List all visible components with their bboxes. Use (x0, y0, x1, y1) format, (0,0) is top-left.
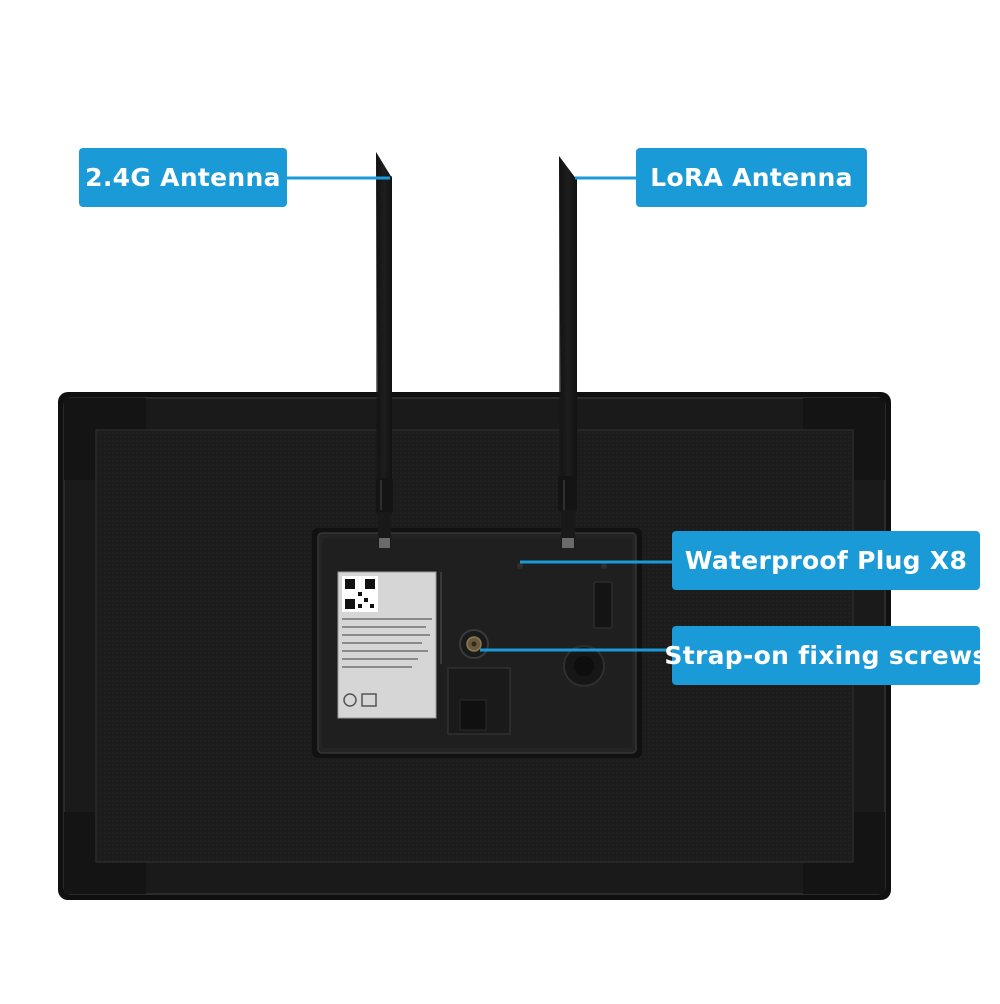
callout-fixing-screws: Strap-on fixing screws (664, 626, 987, 685)
callout-2g-antenna: 2.4G Antenna (79, 148, 287, 207)
antenna-2g (376, 152, 393, 548)
device-box (312, 528, 642, 758)
fixing-screw (459, 629, 489, 659)
antenna-lora (558, 156, 577, 548)
callout-waterproof-plug: Waterproof Plug X8 (672, 531, 980, 590)
label-sticker (337, 571, 437, 719)
callout-lora-antenna: LoRA Antenna (636, 148, 867, 207)
